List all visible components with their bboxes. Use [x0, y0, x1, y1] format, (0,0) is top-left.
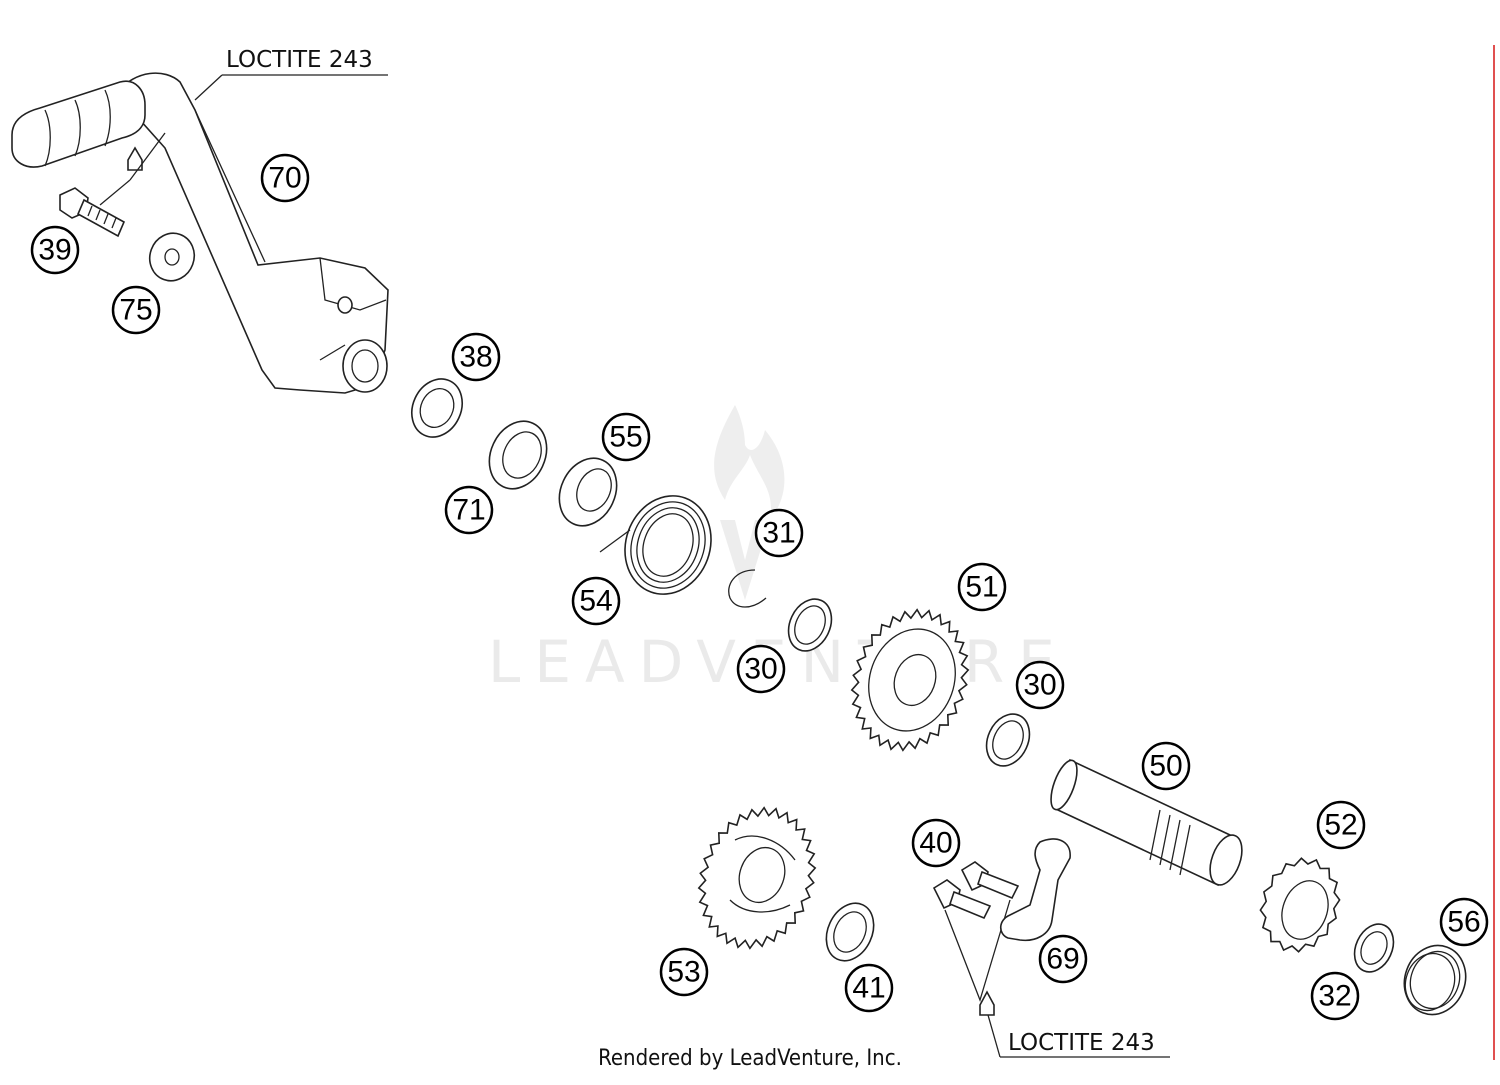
washer-30a [787, 598, 833, 652]
svg-text:38: 38 [459, 341, 492, 374]
plate-69 [999, 838, 1071, 942]
svg-text:53: 53 [667, 956, 700, 989]
callout-54[interactable]: 54 [571, 576, 621, 626]
spring-56 [1403, 944, 1467, 1016]
svg-text:70: 70 [268, 162, 301, 195]
svg-text:30: 30 [744, 653, 777, 686]
callout-group: 70 39 75 38 55 71 31 54 51 30 30 50 52 4… [30, 153, 1489, 1021]
spring-guide-55 [558, 457, 618, 527]
callout-32[interactable]: 32 [1310, 971, 1360, 1021]
spring-54 [599, 495, 712, 595]
callout-53[interactable]: 53 [659, 947, 709, 997]
callout-30b[interactable]: 30 [1015, 660, 1065, 710]
svg-text:50: 50 [1149, 750, 1182, 783]
callout-39[interactable]: 39 [30, 225, 80, 275]
svg-text:54: 54 [579, 585, 612, 618]
svg-text:LOCTITE 243: LOCTITE 243 [1008, 1030, 1155, 1056]
svg-text:39: 39 [38, 234, 71, 267]
callout-69[interactable]: 69 [1038, 934, 1088, 984]
circlip-31 [728, 569, 767, 608]
bolt-39 [59, 187, 126, 238]
ratchet-52 [1259, 857, 1341, 953]
loctite-note-bottom: LOCTITE 243 [987, 1014, 1170, 1058]
svg-text:69: 69 [1046, 943, 1079, 976]
seal-38 [411, 378, 463, 438]
bolts-40 [932, 861, 1020, 1002]
small-key-bottom [979, 990, 995, 1016]
svg-text:71: 71 [452, 494, 485, 527]
callout-30a[interactable]: 30 [736, 644, 786, 694]
callout-51[interactable]: 51 [957, 562, 1007, 612]
svg-text:41: 41 [852, 972, 885, 1005]
shaft-50 [1050, 758, 1243, 887]
svg-text:55: 55 [609, 421, 642, 454]
callout-50[interactable]: 50 [1141, 741, 1191, 791]
callout-31[interactable]: 31 [754, 508, 804, 558]
washer-75 [148, 232, 196, 282]
callout-56[interactable]: 56 [1439, 897, 1489, 947]
washer-30b [985, 713, 1031, 767]
svg-text:75: 75 [119, 294, 152, 327]
svg-text:31: 31 [762, 517, 795, 550]
leader-line-lever [129, 132, 166, 181]
callout-41[interactable]: 41 [844, 963, 894, 1013]
callout-52[interactable]: 52 [1316, 800, 1366, 850]
svg-text:51: 51 [965, 571, 998, 604]
washer-32 [1353, 923, 1395, 973]
callout-38[interactable]: 38 [451, 332, 501, 382]
bushing-71 [488, 420, 548, 490]
callout-55[interactable]: 55 [601, 412, 651, 462]
render-credit: Rendered by LeadVenture, Inc. [598, 1046, 902, 1071]
washer-41 [825, 902, 875, 962]
svg-text:40: 40 [919, 827, 952, 860]
loctite-note-top: LOCTITE 243 [194, 47, 388, 101]
svg-text:30: 30 [1023, 669, 1056, 702]
svg-text:52: 52 [1324, 809, 1357, 842]
small-key-top [127, 146, 143, 171]
svg-text:56: 56 [1447, 906, 1480, 939]
callout-40[interactable]: 40 [911, 818, 961, 868]
svg-text:32: 32 [1318, 980, 1351, 1013]
callout-70[interactable]: 70 [260, 153, 310, 203]
gear-53 [697, 806, 817, 950]
gear-51 [850, 608, 970, 752]
callout-71[interactable]: 71 [444, 485, 494, 535]
kick-starter-lever [11, 72, 389, 394]
svg-text:LOCTITE 243: LOCTITE 243 [226, 47, 373, 73]
callout-75[interactable]: 75 [111, 285, 161, 335]
